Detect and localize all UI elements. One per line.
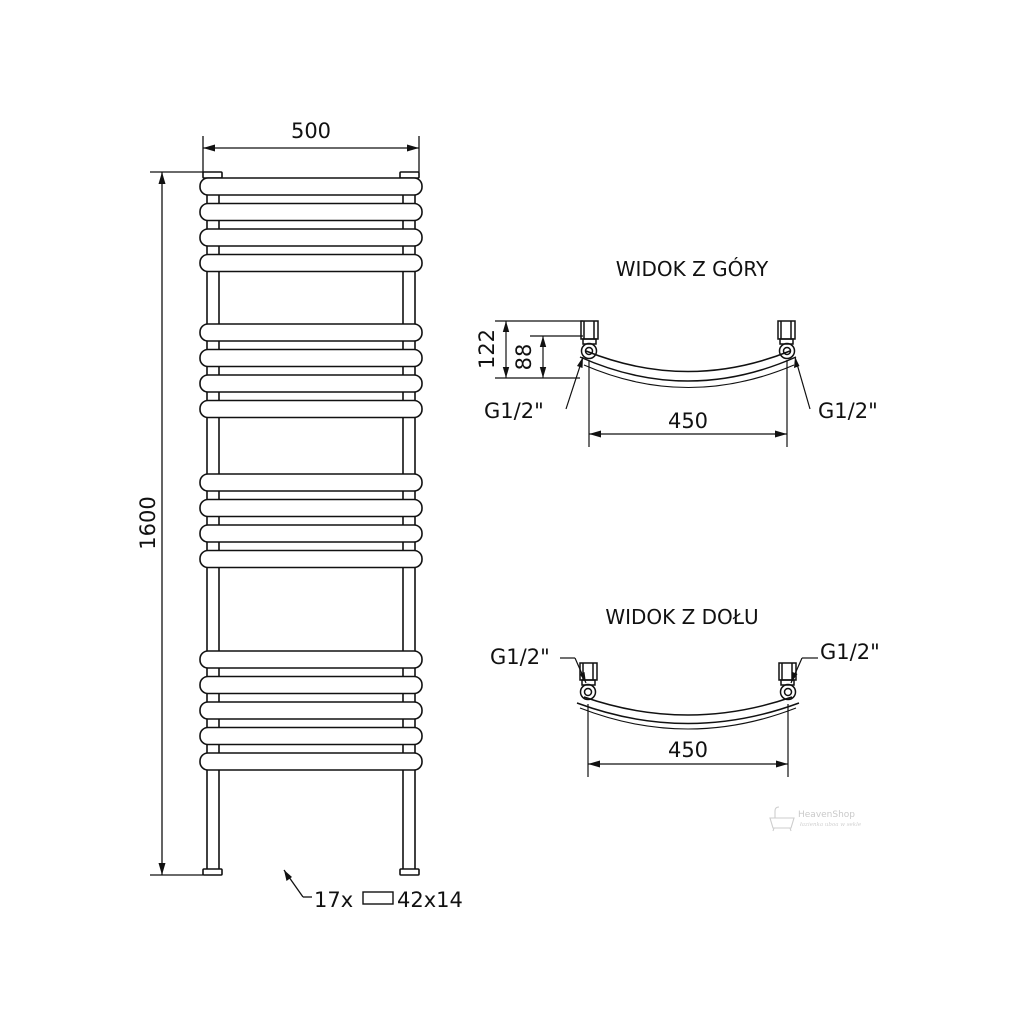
top-connector-left-label: G1/2" bbox=[484, 399, 544, 423]
bottom-spacing-label: 450 bbox=[668, 738, 708, 762]
height-label: 1600 bbox=[136, 496, 160, 549]
radiator-tube bbox=[199, 524, 423, 543]
width-label: 500 bbox=[291, 119, 331, 143]
tube-note-leader bbox=[283, 869, 312, 898]
top-view-curve-back bbox=[583, 364, 795, 388]
radiator-tube bbox=[199, 549, 423, 569]
collector-cap-bottom-right bbox=[399, 868, 420, 876]
bottom-left-valve bbox=[579, 662, 598, 701]
radiator-tube bbox=[199, 399, 423, 419]
tube-size-label: 42x14 bbox=[397, 888, 463, 912]
bottom-view-curve-back bbox=[579, 707, 797, 730]
top-view-title: WIDOK Z GÓRY bbox=[616, 257, 769, 281]
depth-outer-label: 122 bbox=[475, 329, 499, 369]
bottom-right-valve bbox=[778, 662, 797, 701]
bottom-view bbox=[560, 657, 818, 777]
bottom-view-curve-outer bbox=[576, 702, 800, 725]
radiator-tube bbox=[199, 650, 423, 669]
top-view bbox=[495, 320, 811, 447]
bottom-view-curve-inner bbox=[583, 696, 793, 716]
radiator-tube bbox=[199, 473, 423, 492]
radiator-tube bbox=[199, 177, 423, 196]
depth-dimensions bbox=[495, 320, 583, 379]
radiator-tube bbox=[199, 726, 423, 746]
bathtub-icon bbox=[769, 806, 795, 832]
top-right-valve bbox=[777, 320, 796, 360]
radiator-tube bbox=[199, 348, 423, 368]
radiator-tube bbox=[199, 701, 423, 720]
height-dimension bbox=[150, 171, 203, 876]
watermark-tagline: łazienka uboa w sekle bbox=[800, 822, 862, 828]
tube-section-icon bbox=[362, 891, 394, 905]
radiator-tube bbox=[199, 675, 423, 695]
radiator-tube bbox=[199, 498, 423, 518]
top-connector-leaders bbox=[565, 356, 811, 410]
bottom-connector-right-label: G1/2" bbox=[820, 640, 880, 664]
bottom-view-title: WIDOK Z DOŁU bbox=[605, 605, 758, 629]
radiator-tube bbox=[199, 752, 423, 771]
top-view-curve-outer bbox=[579, 356, 797, 382]
top-connector-right-label: G1/2" bbox=[818, 399, 878, 423]
radiator-tubes bbox=[199, 177, 423, 771]
bottom-connector-left-label: G1/2" bbox=[490, 645, 550, 669]
front-view bbox=[150, 136, 423, 905]
width-dimension bbox=[202, 136, 420, 172]
bottom-connector-leaders bbox=[560, 657, 818, 684]
radiator-tube bbox=[199, 202, 423, 222]
radiator-tube bbox=[199, 374, 423, 393]
collector-cap-top-right bbox=[399, 171, 420, 179]
radiator-tube bbox=[199, 253, 423, 273]
top-spacing-dimension bbox=[588, 360, 788, 447]
watermark-brand: HeavenShop bbox=[798, 810, 855, 820]
radiator-tube bbox=[199, 228, 423, 247]
collector-cap-top-left bbox=[202, 171, 223, 179]
heavenshop-watermark: HeavenShop łazienka uboa w sekle bbox=[769, 806, 862, 832]
top-left-valve bbox=[580, 320, 599, 360]
top-view-curve-inner bbox=[585, 350, 791, 373]
collector-cap-bottom-left bbox=[202, 868, 223, 876]
depth-inner-label: 88 bbox=[512, 344, 536, 371]
top-spacing-label: 450 bbox=[668, 409, 708, 433]
bottom-spacing-dimension bbox=[587, 704, 789, 777]
radiator-tube bbox=[199, 323, 423, 342]
tube-count-label: 17x bbox=[314, 888, 353, 912]
